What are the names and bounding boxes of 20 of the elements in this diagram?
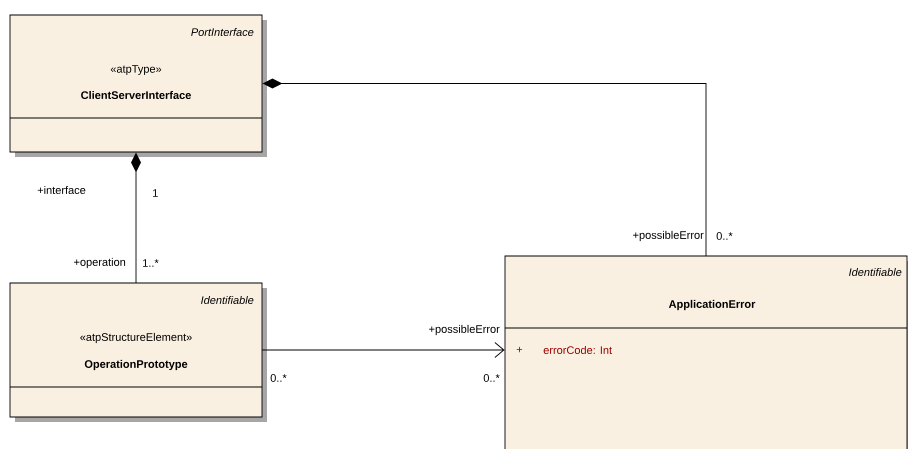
- class-name: ApplicationError: [668, 300, 756, 310]
- stereotype-label: «atpStructureElement»: [80, 332, 192, 344]
- role-label: 1: [153, 189, 158, 197]
- attribute-text: errorCode: Int: [544, 346, 612, 354]
- attribute-text: +: [516, 346, 522, 352]
- class-box: [10, 282, 267, 422]
- role-label: +possibleError: [633, 230, 704, 242]
- class-name: OperationPrototype: [84, 360, 188, 370]
- association-line: [262, 342, 505, 358]
- class-box: [10, 14, 267, 157]
- role-label: +interface: [38, 186, 86, 194]
- stereotype-label: «atpType»: [110, 65, 162, 75]
- role-label: 0..*: [716, 232, 733, 240]
- parent-class-name: Identifiable: [201, 296, 254, 304]
- class-box: [504, 256, 908, 449]
- class-name: ClientServerInterface: [81, 90, 191, 100]
- parent-class-name: Identifiable: [849, 268, 902, 276]
- role-label: 1..*: [143, 259, 159, 267]
- role-label: +operation: [74, 258, 126, 268]
- parent-class-name: PortInterface: [191, 28, 254, 36]
